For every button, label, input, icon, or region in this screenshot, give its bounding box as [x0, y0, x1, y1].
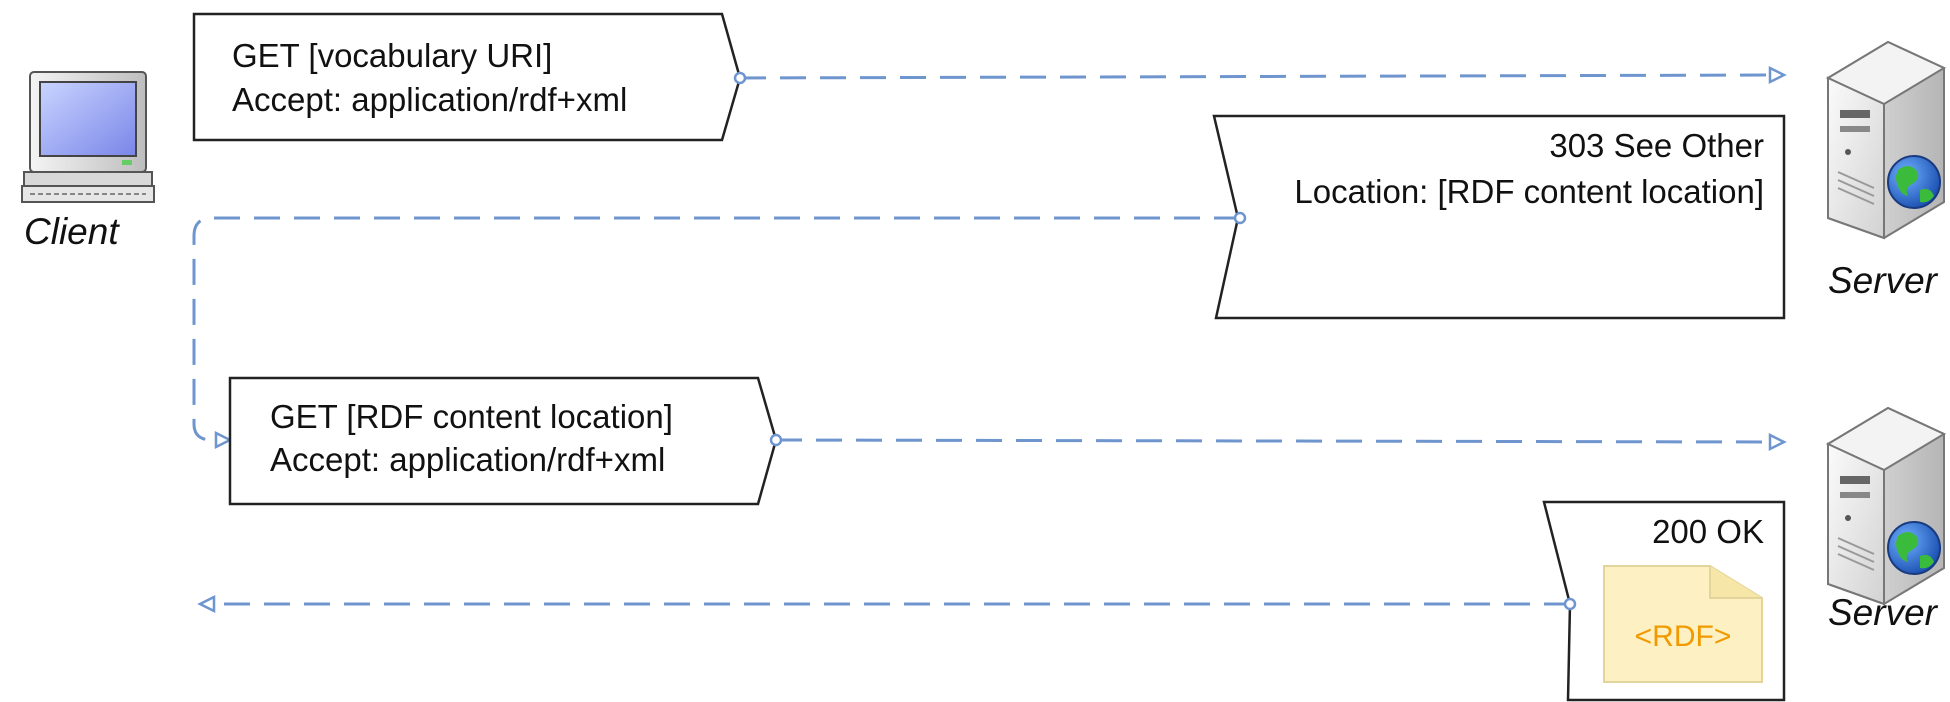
server-top-label: Server — [1828, 260, 1939, 301]
rdf-document-label: <RDF> — [1635, 620, 1732, 653]
globe-icon — [1887, 521, 1941, 575]
arrow-origin-dot — [1233, 211, 1247, 225]
message-line2: Accept: application/rdf+xml — [270, 441, 665, 478]
arrow-origin-dot — [769, 433, 783, 447]
request-arrow — [775, 438, 1771, 444]
server-bottom-actor: Server — [1825, 406, 1947, 633]
message-get-vocabulary: GET [vocabulary URI] Accept: application… — [192, 12, 1787, 142]
arrowhead-right — [1768, 432, 1787, 452]
message-line1: GET [vocabulary URI] — [232, 37, 552, 74]
globe-icon — [1887, 155, 1941, 209]
arrowhead-right — [1768, 65, 1787, 85]
rdf-document-icon: <RDF> — [1603, 565, 1763, 683]
message-get-rdf-content: GET [RDF content location] Accept: appli… — [228, 376, 1787, 506]
message-box — [228, 376, 778, 506]
redirect-arrow — [192, 216, 1240, 442]
client-actor: Client — [21, 71, 155, 252]
arrow-origin-dot — [733, 71, 747, 85]
message-line1: GET [RDF content location] — [270, 398, 673, 435]
arrowhead-left — [197, 594, 216, 614]
server-bottom-label: Server — [1828, 592, 1939, 633]
arrow-origin-dot — [1563, 597, 1577, 611]
server-icon — [1825, 406, 1947, 606]
request-arrow — [739, 73, 1771, 80]
message-box — [1212, 114, 1786, 320]
message-line2: Accept: application/rdf+xml — [232, 81, 627, 118]
arrowhead-right — [214, 430, 233, 450]
client-label: Client — [24, 211, 120, 252]
server-top-actor: Server — [1825, 40, 1947, 301]
message-200-ok: 200 OK <RDF> — [197, 500, 1786, 702]
message-line1: 303 See Other — [1549, 127, 1764, 164]
message-303-see-other: 303 See Other Location: [RDF content loc… — [192, 114, 1786, 450]
message-box — [192, 12, 742, 142]
server-icon — [1825, 40, 1947, 240]
message-line1: 200 OK — [1652, 513, 1764, 550]
computer-icon — [21, 71, 155, 203]
message-line2: Location: [RDF content location] — [1294, 173, 1764, 210]
